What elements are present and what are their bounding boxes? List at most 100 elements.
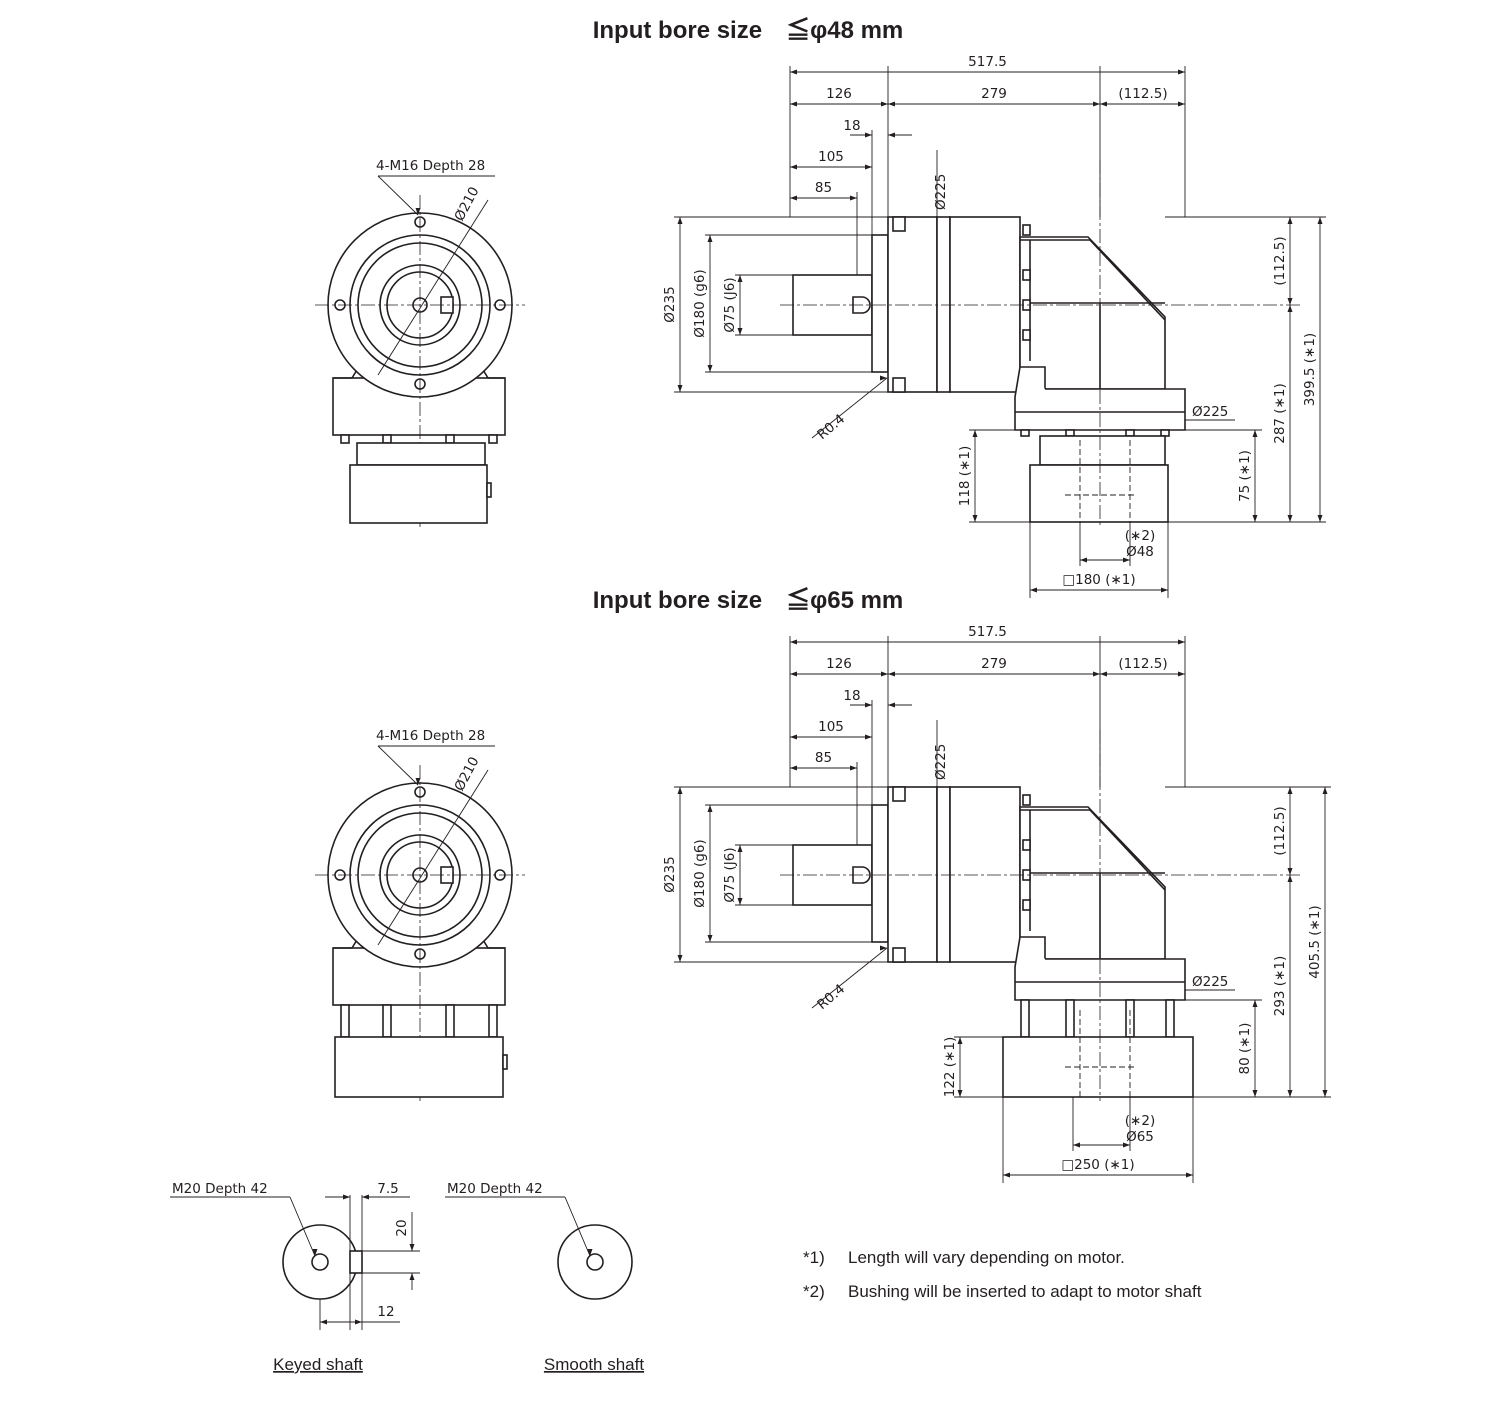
flange-bolt	[892, 216, 906, 232]
arrowhead	[1093, 101, 1100, 107]
key	[349, 1250, 363, 1274]
note-text: Length will vary depending on motor.	[848, 1248, 1125, 1267]
tie-rod	[1065, 999, 1075, 1038]
plug	[1022, 329, 1031, 341]
dimension-label: 399.5 (∗1)	[1302, 333, 1318, 406]
dimension-label: Ø75 (J6)	[722, 277, 738, 332]
arrowhead	[865, 734, 872, 740]
arrowhead	[880, 375, 887, 381]
arrowhead	[415, 778, 421, 785]
tie-rod	[1125, 429, 1135, 437]
arrowhead	[1287, 298, 1293, 305]
arrowhead	[1252, 430, 1258, 437]
arrowhead	[1123, 557, 1130, 563]
key-height-label: 20	[394, 1219, 410, 1236]
dimension-label: 18	[843, 118, 860, 134]
key-depth-label: 12	[377, 1304, 394, 1320]
arrowhead	[957, 1037, 963, 1044]
angle-housing	[1019, 236, 1166, 390]
motor-adapter	[356, 442, 486, 466]
arrowhead	[312, 1249, 318, 1256]
dimension-label: Ø235	[662, 286, 678, 322]
arrowhead	[1317, 217, 1323, 224]
motor-plug	[486, 482, 492, 498]
spacer	[936, 216, 951, 393]
arrowhead	[972, 515, 978, 522]
tie-rod	[1165, 999, 1175, 1038]
tie-rod	[445, 434, 455, 444]
arrowhead	[790, 195, 797, 201]
note-text: Bushing will be inserted to adapt to mot…	[848, 1282, 1202, 1301]
arrowhead	[790, 765, 797, 771]
arrowhead	[1252, 515, 1258, 522]
arrowhead	[957, 1090, 963, 1097]
arrowhead	[1003, 1172, 1010, 1178]
section-title: Input bore size ≦φ65 mm	[593, 586, 904, 614]
arrowhead	[1080, 557, 1087, 563]
plug	[1022, 224, 1031, 236]
arrowhead	[888, 702, 895, 708]
arrowhead	[972, 430, 978, 437]
tie-rod	[340, 434, 350, 444]
tie-rod	[1020, 429, 1030, 437]
dimension-label: Ø225	[1192, 974, 1228, 990]
arrowhead	[355, 1319, 362, 1325]
dimension-label: Ø180 (g6)	[692, 269, 708, 337]
dimension-label: 105	[818, 149, 844, 165]
bore-label: Ø48	[1126, 544, 1154, 560]
housing-edge	[1089, 809, 1166, 891]
flange	[887, 216, 938, 393]
dimension-label: 75 (∗1)	[1237, 450, 1253, 502]
dimension-label: 85	[815, 180, 832, 196]
arrowhead	[1287, 868, 1293, 875]
arrowhead	[1252, 1000, 1258, 1007]
arrowhead	[343, 1194, 350, 1200]
plug	[1022, 839, 1031, 851]
pcd-label: Ø210	[451, 754, 482, 794]
arrowhead	[707, 805, 713, 812]
motor-plug	[502, 1054, 508, 1070]
arrowhead	[677, 385, 683, 392]
arrowhead	[865, 164, 872, 170]
arrowhead	[587, 1249, 593, 1256]
dimension-label: (112.5)	[1272, 806, 1288, 855]
dimension-label: Ø225	[933, 744, 949, 780]
dimension-label: 122 (∗1)	[942, 1037, 958, 1098]
dimension-label: 105	[818, 719, 844, 735]
motor-outline	[349, 464, 488, 524]
arrowhead	[362, 1194, 369, 1200]
dimension-label: Ø75 (J6)	[722, 847, 738, 902]
motor-outline	[1029, 464, 1169, 523]
motor-adapter	[1039, 435, 1166, 466]
arrowhead	[1322, 1090, 1328, 1097]
note-mark: *2)	[803, 1282, 825, 1301]
keyed-shaft-caption: Keyed shaft	[273, 1355, 363, 1374]
dimension-label: 126	[826, 86, 852, 102]
tie-rod	[382, 1004, 392, 1038]
tapped-hole	[311, 1253, 329, 1271]
dimension-label: (112.5)	[1118, 656, 1167, 672]
arrowhead	[1287, 875, 1293, 882]
smooth-shaft-outline	[557, 1224, 633, 1300]
dimension-label: 118 (∗1)	[957, 446, 973, 507]
arrowhead	[1161, 587, 1168, 593]
arrowhead	[1322, 787, 1328, 794]
dimension-label: 279	[981, 656, 1007, 672]
arrowhead	[1317, 515, 1323, 522]
radius-label: R0.4	[814, 981, 848, 1013]
pcd-line	[377, 769, 489, 946]
dimension-label: 293 (∗1)	[1272, 956, 1288, 1017]
arrowhead	[1252, 1090, 1258, 1097]
arrowhead	[737, 328, 743, 335]
smooth-shaft-caption: Smooth shaft	[544, 1355, 644, 1374]
arrowhead	[737, 845, 743, 852]
dimension-label: 287 (∗1)	[1272, 383, 1288, 444]
flange-bolt	[892, 377, 906, 393]
keyed-shaft-outline	[282, 1224, 358, 1300]
housing-edge	[1089, 239, 1166, 321]
tap-label: 4-M16 Depth 28	[376, 728, 485, 744]
gear-body	[949, 216, 1021, 393]
tapped-hole	[586, 1253, 604, 1271]
